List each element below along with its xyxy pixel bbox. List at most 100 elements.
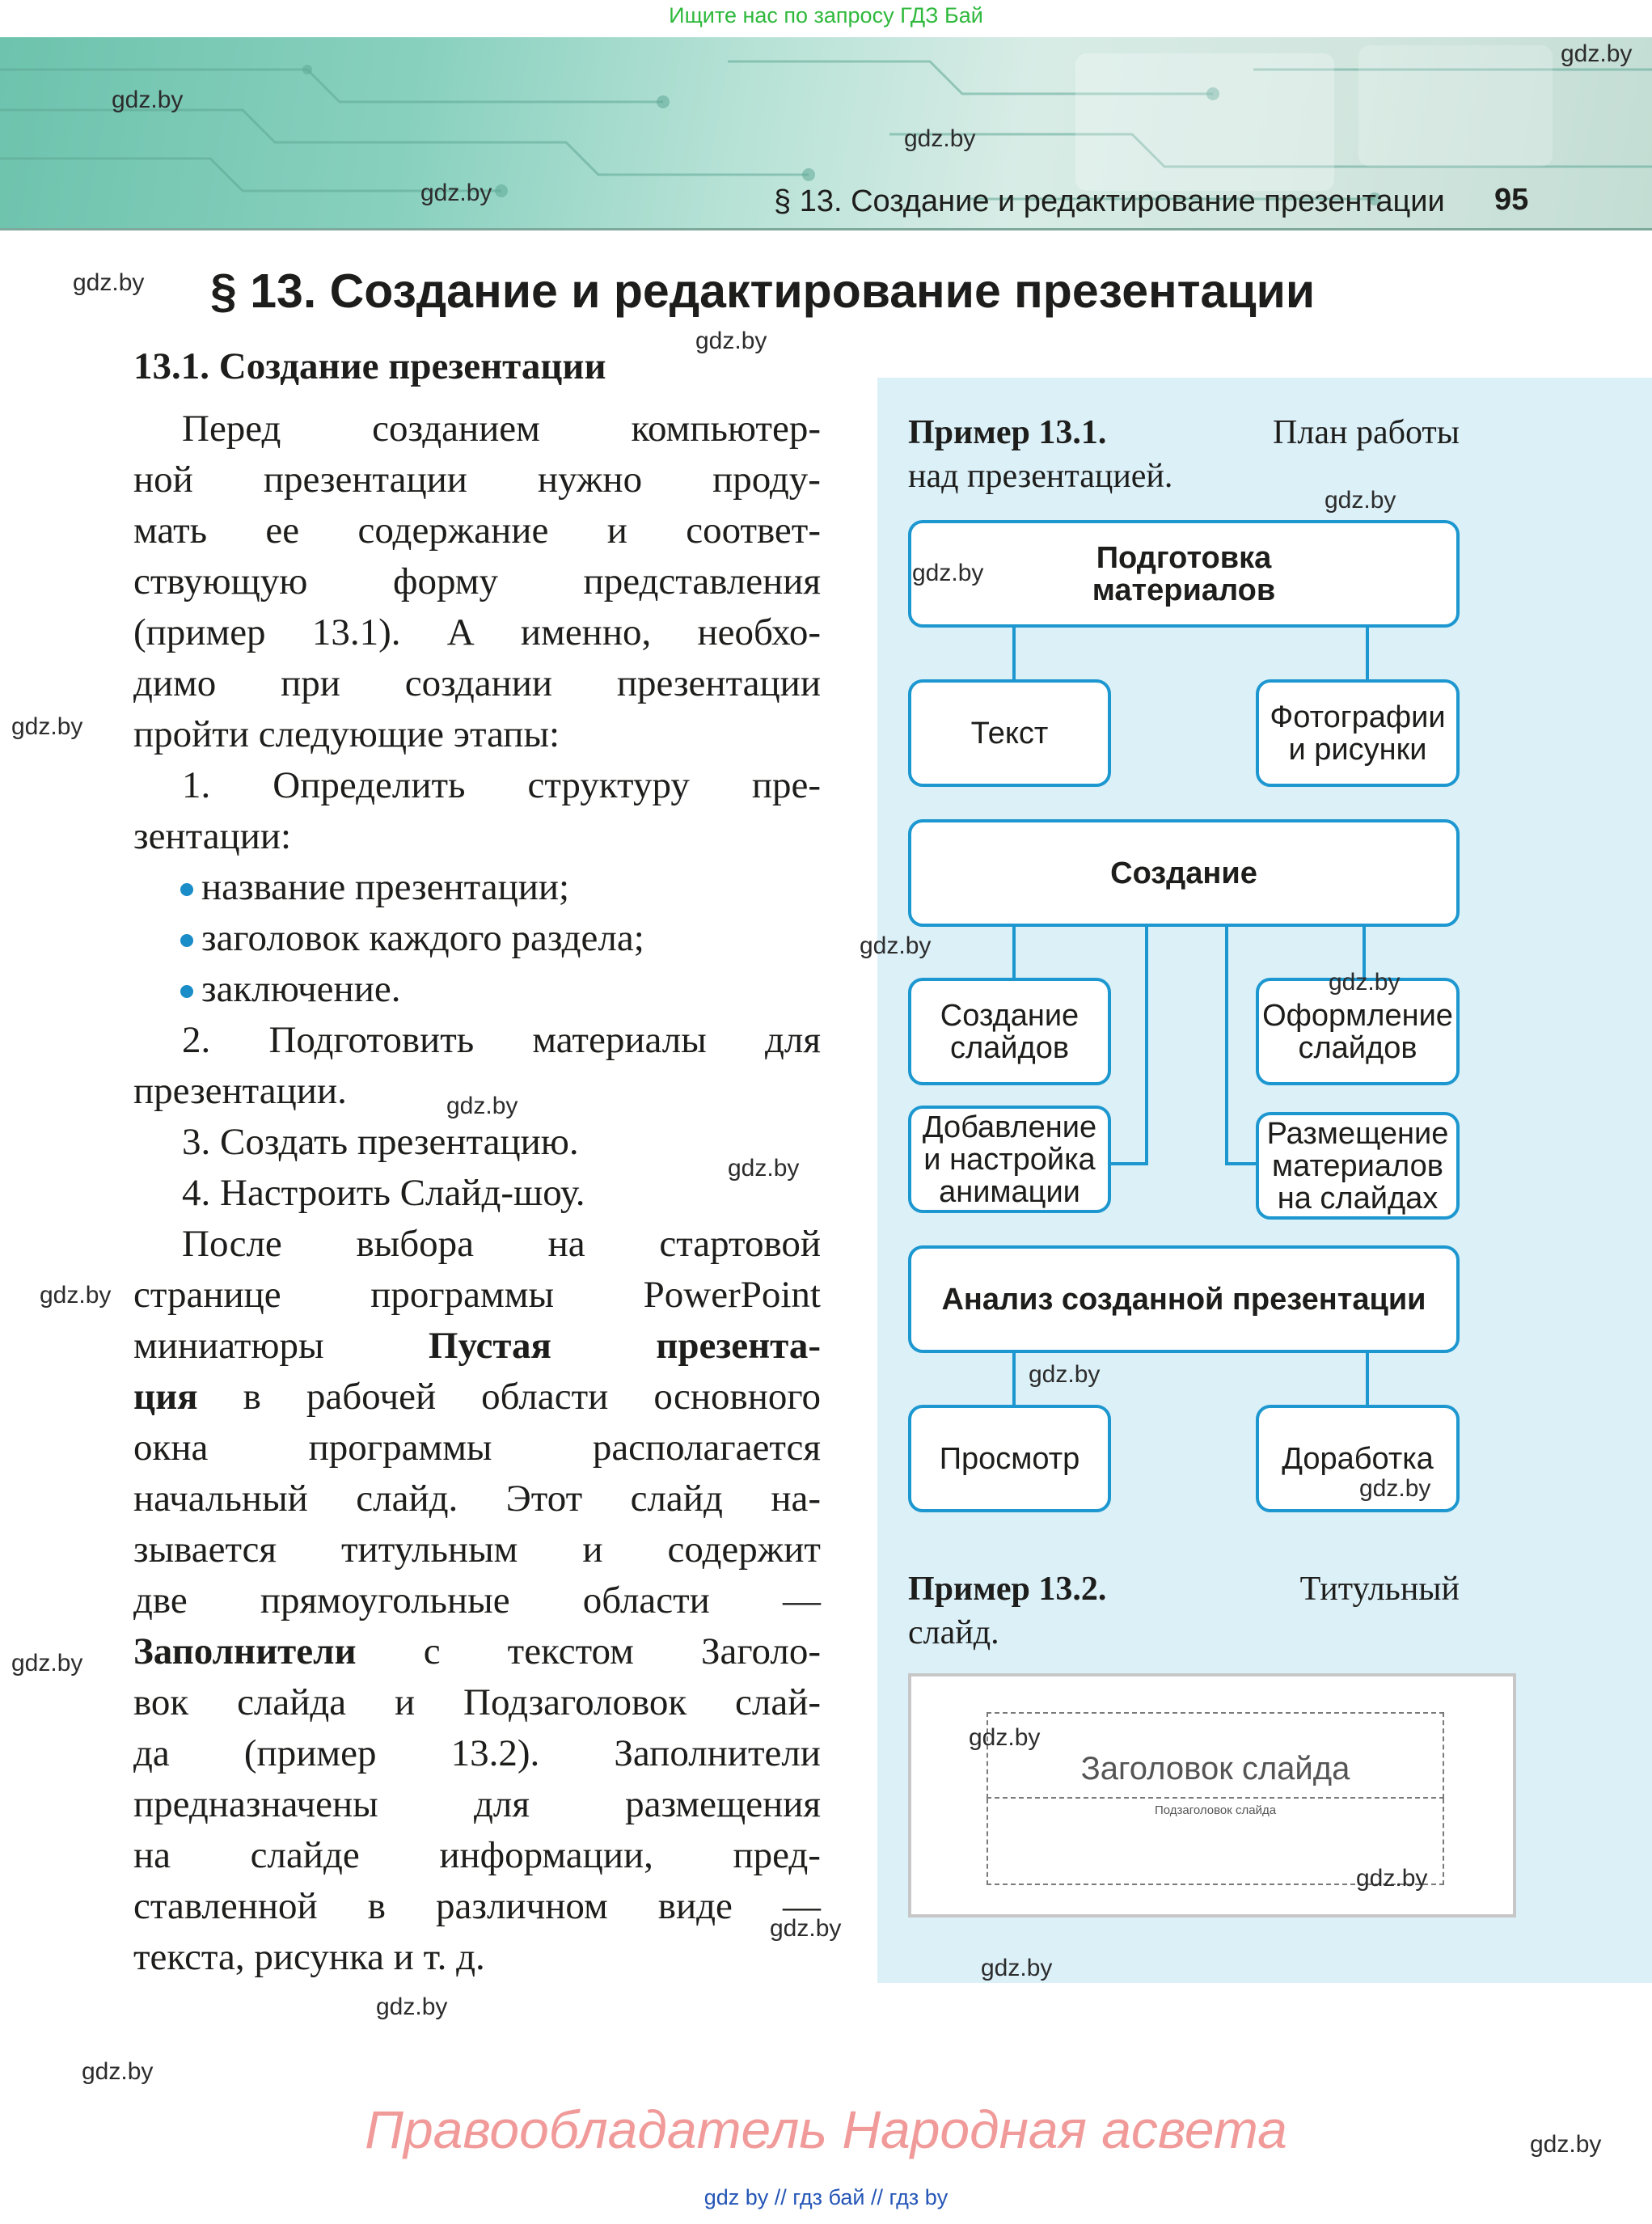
word: две — [133, 1579, 188, 1621]
word: в — [367, 1885, 386, 1927]
banner-divider — [0, 228, 1652, 230]
watermark: gdz.by — [1029, 1361, 1101, 1388]
word: Подготовить — [268, 1019, 475, 1061]
watermark: gdz.by — [40, 1282, 112, 1309]
text-line: 4. Настроить Слайд-шоу. — [182, 1172, 585, 1214]
footer-links[interactable]: gdz by // гдз бай // гдз by — [703, 2185, 949, 2209]
diagram-box-revision: Доработка — [1256, 1405, 1460, 1512]
text-line: зентации: — [133, 815, 292, 857]
connector-line — [1225, 924, 1228, 1165]
example-label: Пример 13.1. — [908, 414, 1107, 451]
bullet-text: заголовок каждого раздела; — [201, 917, 644, 959]
example-13-1-caption: Пример 13.1. План работы над презентацие… — [908, 411, 1460, 498]
word: ция — [133, 1376, 198, 1418]
watermark: gdz.by — [1329, 969, 1401, 996]
connector-line — [1012, 924, 1016, 981]
word: на — [547, 1223, 585, 1265]
word: — — [783, 1885, 821, 1927]
word: размещения — [625, 1783, 821, 1825]
word: зывается — [133, 1528, 277, 1571]
word: выбора — [356, 1223, 474, 1265]
word: созданием — [372, 408, 540, 450]
watermark: gdz.by — [728, 1155, 800, 1182]
watermark: gdz.by — [73, 269, 145, 296]
word: Заполнители — [614, 1732, 821, 1774]
word: ставленной — [133, 1885, 318, 1927]
word: презента- — [656, 1325, 821, 1367]
word: с — [423, 1630, 441, 1672]
text-line: две прямоугольные области — — [133, 1575, 821, 1626]
diagram-box-create: Создание — [908, 819, 1460, 927]
word: рабочей — [306, 1376, 437, 1418]
watermark: gdz.by — [11, 1650, 83, 1676]
example-13-2-caption: Пример 13.2. Титульный слайд. — [908, 1567, 1460, 1655]
connector-line — [1225, 1162, 1257, 1165]
example-text: слайд. — [908, 1614, 999, 1651]
word: Определить — [273, 764, 466, 806]
example-text: над презентацией. — [908, 458, 1173, 495]
word: Заголо- — [700, 1630, 821, 1672]
word: проду- — [712, 459, 821, 501]
word: для — [764, 1019, 821, 1061]
word: предназначены — [133, 1783, 378, 1825]
diagram-box-prep: Подготовка материалов — [908, 520, 1460, 628]
watermark: gdz.by — [420, 180, 492, 206]
word: странице — [133, 1274, 281, 1316]
bullet-text: заключение. — [201, 968, 401, 1010]
running-head: § 13. Создание и редактирование презента… — [774, 184, 1445, 218]
header-banner — [0, 37, 1652, 230]
word: слайд. — [356, 1478, 458, 1520]
word: различном — [436, 1885, 608, 1927]
word: области — [582, 1579, 710, 1621]
word: области — [481, 1376, 609, 1418]
page-number: 95 — [1494, 183, 1529, 217]
word: презентации — [616, 662, 821, 704]
watermark: gdz.by — [376, 1994, 448, 2020]
word: основного — [653, 1376, 821, 1418]
circuit-board-decoration — [0, 45, 1652, 205]
word: соответ- — [686, 509, 821, 552]
connector-line — [1363, 924, 1366, 981]
watermark: gdz.by — [981, 1955, 1053, 1981]
watermark: gdz.by — [969, 1724, 1041, 1751]
word: 1. — [182, 764, 211, 806]
word: презентации — [263, 459, 467, 501]
word: А — [446, 611, 475, 653]
word: при — [281, 662, 340, 704]
word: окна — [133, 1427, 209, 1469]
section-title: § 13. Создание и редактирование презента… — [210, 264, 1316, 318]
bullet-icon — [180, 934, 193, 947]
word: 13.1). — [311, 611, 401, 653]
word: PowerPoint — [643, 1274, 821, 1316]
word: да — [133, 1732, 170, 1774]
copyright-notice: Правообладатель Народная асвета — [365, 2099, 1287, 2159]
word: ной — [133, 459, 193, 501]
diagram-box-animation: Добавление и настройка анимации — [908, 1106, 1111, 1213]
word: виде — [657, 1885, 733, 1927]
bullet-icon — [180, 883, 193, 896]
watermark: gdz.by — [11, 713, 83, 740]
text-line: пройти следующие этапы: — [133, 713, 560, 755]
search-hint[interactable]: Ищите нас по запросу ГДЗ Бай — [669, 3, 983, 27]
word: прямоугольные — [260, 1579, 510, 1621]
word: содержание — [357, 509, 549, 552]
example-text: Титульный — [1299, 1571, 1460, 1608]
bullet-item: заключение. — [133, 964, 821, 1015]
watermark: gdz.by — [1530, 2131, 1602, 2158]
word: компьютер- — [631, 408, 821, 450]
text-line: 3. Создать презентацию. — [182, 1121, 579, 1163]
word: — — [783, 1579, 821, 1621]
word: именно, — [520, 611, 652, 653]
word: После — [182, 1223, 282, 1265]
